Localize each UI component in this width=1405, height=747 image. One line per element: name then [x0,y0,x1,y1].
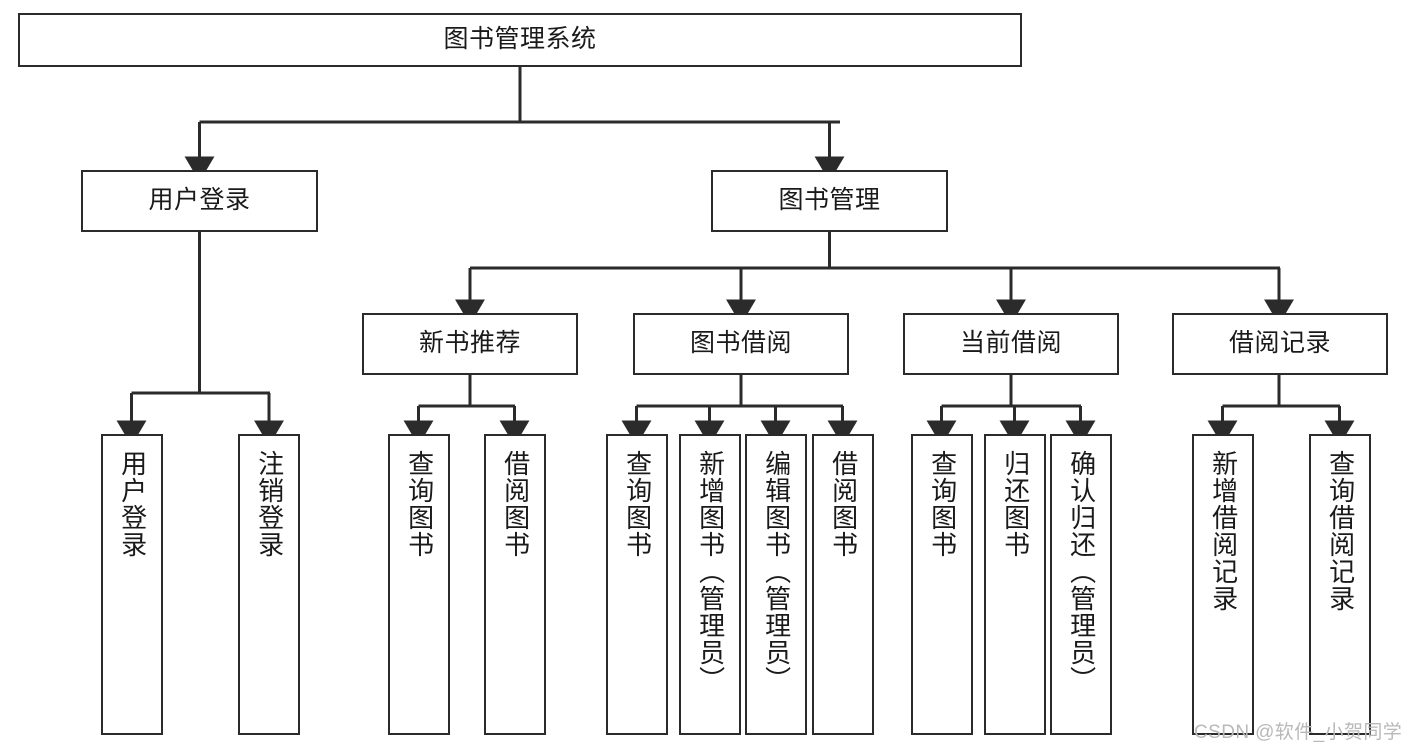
node-leaf-borrow-book-2-label: 借阅图书 [828,450,859,558]
node-leaf-edit-book-admin-label: 编辑图书（管理员） [761,450,792,693]
node-user-login-label: 用户登录 [148,186,251,215]
node-root[interactable]: 图书管理系统 [18,13,1022,67]
node-leaf-user-logout-label: 注销登录 [254,450,285,558]
node-root-label: 图书管理系统 [443,25,597,54]
csdn-watermark: CSDN @软件_小贺同学 [1194,722,1403,743]
node-leaf-confirm-return-admin[interactable]: 确认归还（管理员） [1050,434,1112,735]
node-borrow-record-label: 借阅记录 [1228,329,1331,358]
node-leaf-user-login[interactable]: 用户登录 [101,434,163,735]
node-current-borrow-label: 当前借阅 [959,329,1062,358]
node-leaf-add-book-admin-label: 新增图书（管理员） [695,450,726,693]
node-current-borrow[interactable]: 当前借阅 [903,313,1119,375]
node-leaf-query-book-3-label: 查询图书 [927,450,958,558]
node-leaf-add-book-admin[interactable]: 新增图书（管理员） [679,434,741,735]
node-leaf-query-book-2-label: 查询图书 [622,450,653,558]
node-leaf-edit-book-admin[interactable]: 编辑图书（管理员） [745,434,807,735]
node-leaf-confirm-return-admin-label: 确认归还（管理员） [1066,450,1097,693]
node-leaf-borrow-book-1[interactable]: 借阅图书 [484,434,546,735]
node-leaf-add-borrow-record[interactable]: 新增借阅记录 [1192,434,1254,735]
node-leaf-return-book[interactable]: 归还图书 [984,434,1046,735]
node-leaf-add-borrow-record-label: 新增借阅记录 [1208,450,1239,612]
node-book-manage[interactable]: 图书管理 [711,170,948,232]
node-leaf-return-book-label: 归还图书 [1000,450,1031,558]
node-book-manage-label: 图书管理 [778,186,881,215]
node-leaf-query-borrow-record[interactable]: 查询借阅记录 [1309,434,1371,735]
node-leaf-user-logout[interactable]: 注销登录 [238,434,300,735]
node-leaf-query-book-3[interactable]: 查询图书 [911,434,973,735]
node-user-login[interactable]: 用户登录 [81,170,318,232]
node-leaf-user-login-label: 用户登录 [117,450,148,558]
node-new-book-recommend-label: 新书推荐 [418,329,521,358]
node-new-book-recommend[interactable]: 新书推荐 [362,313,578,375]
node-leaf-query-book-1[interactable]: 查询图书 [388,434,450,735]
node-leaf-query-borrow-record-label: 查询借阅记录 [1325,450,1356,612]
node-leaf-query-book-1-label: 查询图书 [404,450,435,558]
node-borrow-record[interactable]: 借阅记录 [1172,313,1388,375]
node-leaf-borrow-book-2[interactable]: 借阅图书 [812,434,874,735]
node-book-borrow[interactable]: 图书借阅 [633,313,849,375]
node-leaf-query-book-2[interactable]: 查询图书 [606,434,668,735]
node-book-borrow-label: 图书借阅 [689,329,792,358]
node-leaf-borrow-book-1-label: 借阅图书 [500,450,531,558]
